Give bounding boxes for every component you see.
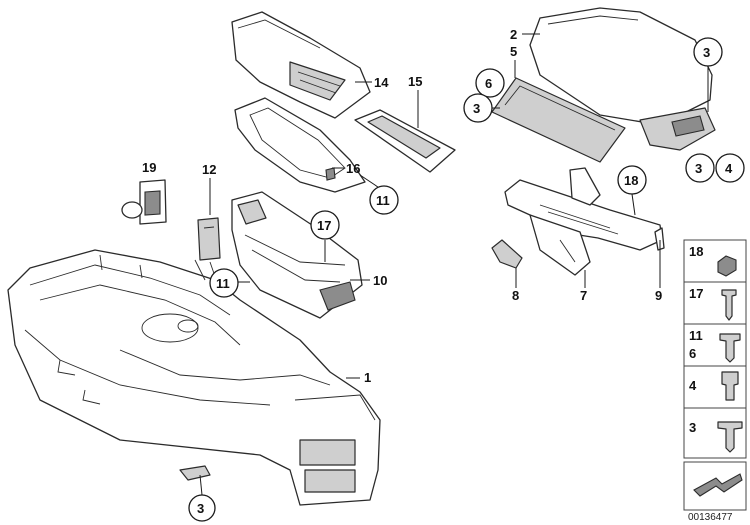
flange-screw-icon [719,333,741,363]
legend-row-11-6 [683,323,747,367]
callout-19-label: 19 [142,160,156,175]
callout-5-label: 5 [510,44,517,59]
callout-11-label-lower: 11 [216,276,230,291]
clip-19-part [121,179,167,225]
callout-1-label: 1 [364,370,371,385]
callout-17-circle [310,210,340,240]
callout-6-circle [475,68,505,98]
callout-3-label-right: 3 [695,161,702,176]
hinge-bracket-part [504,167,665,276]
callout-3-label-left: 3 [473,101,480,116]
callout-11-circle-upper [369,185,399,215]
callout-18-label: 18 [624,173,638,188]
tray-frame-16-part [234,97,366,193]
clip-part [179,465,211,481]
nut-icon [717,255,737,277]
legend-label-4: 4 [689,378,697,393]
legend-label-3: 3 [689,420,696,435]
callout-7-label: 7 [580,288,587,303]
callout-6-label: 6 [485,76,492,91]
callout-9-label: 9 [655,288,662,303]
callout-14-label: 14 [374,75,389,90]
callout-3-circle-right [685,153,715,183]
fastener-legend: 18 17 11 6 4 3 [683,239,747,511]
direction-arrow-icon [693,473,743,497]
callout-3-circle-bottom [188,494,216,522]
callout-12-label: 12 [202,162,216,177]
legend-label-6: 6 [689,346,696,361]
latch-8-part [491,239,523,269]
reference-number: 00136477 [688,512,733,523]
callout-16-label: 16 [346,161,360,176]
washer-screw-icon [717,421,743,453]
callout-11-circle-lower [209,268,239,298]
mat-15-part [354,109,456,173]
callout-4-label: 4 [725,161,733,176]
legend-label-11: 11 [689,328,703,343]
legend-label-18: 18 [689,244,703,259]
console-body-part [7,249,381,506]
callout-11-label-upper: 11 [376,193,390,208]
callout-8-label: 8 [512,288,519,303]
screw-icon [721,289,737,321]
legend-row-17 [683,281,747,325]
callout-2-label: 2 [510,27,517,42]
pad-12-part [197,217,221,261]
callout-15-label: 15 [408,74,422,89]
armrest-cover-14-part [231,11,371,119]
callout-17-label: 17 [317,218,331,233]
callout-10-label: 10 [373,273,387,288]
callout-3-label-bottom: 3 [197,501,204,516]
armrest-lid-2-part [529,7,716,151]
legend-row-3 [683,407,747,459]
storage-tray-10-part [231,191,363,319]
callout-3-label-top-right: 3 [703,45,710,60]
legend-label-17: 17 [689,286,703,301]
pad-insert-5-part [491,77,626,163]
callout-4-circle [715,153,745,183]
bolt-icon [721,371,739,401]
